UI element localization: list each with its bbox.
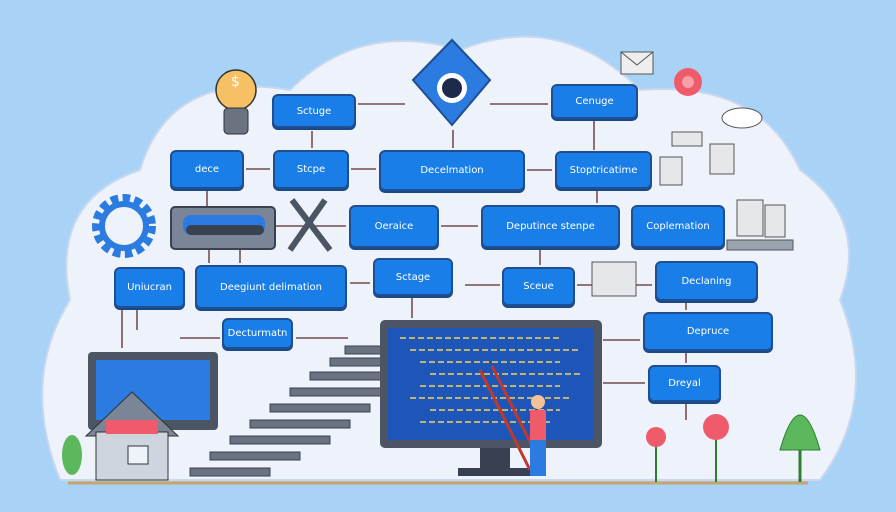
box-depruce: Depruce <box>643 312 773 351</box>
box-decturmatn: Decturmatn <box>222 318 293 349</box>
eye-icon <box>411 38 492 127</box>
box-uniucran: Uniucran <box>114 267 185 308</box>
lightbulb-icon <box>215 69 257 135</box>
box-cenuge: Cenuge <box>551 84 638 119</box>
small-cloud-icon <box>721 107 763 129</box>
person-icon <box>530 395 546 476</box>
box-stoptricatime: Stoptricatime <box>555 151 652 189</box>
gear-icon <box>92 194 156 258</box>
pliers-icon <box>287 198 333 252</box>
house-icon <box>84 391 180 481</box>
connector-arrows <box>121 103 687 420</box>
box-dreyal: Dreyal <box>648 365 721 402</box>
box-sctage: Sctage <box>373 258 453 296</box>
box-dece: dece <box>170 150 244 189</box>
code-monitor <box>380 320 602 476</box>
box-coplemation: Coplemation <box>631 205 725 248</box>
box-oeraice: Oeraice <box>349 205 439 248</box>
printer-icon <box>591 261 637 297</box>
envelope-icon <box>620 51 654 75</box>
slider-bar-icon <box>170 206 276 250</box>
box-deputince-stenpe: Deputince stenpe <box>481 205 620 248</box>
box-declaning: Declaning <box>655 261 758 301</box>
staircase-icon <box>189 345 411 477</box>
box-sctuge: Sctuge <box>272 94 356 128</box>
flower-icon <box>674 68 702 96</box>
box-sceue: Sceue <box>502 267 575 306</box>
box-decelmation: Decelmation <box>379 150 525 191</box>
box-deegiunt-delimation: Deegiunt delimation <box>195 265 347 309</box>
tree-icon <box>62 414 821 482</box>
box-stcpe: Stcpe <box>273 150 349 189</box>
bulb-symbol: $ <box>231 74 240 90</box>
documents-cluster-icon <box>659 131 794 251</box>
flowers-icon <box>646 414 729 482</box>
